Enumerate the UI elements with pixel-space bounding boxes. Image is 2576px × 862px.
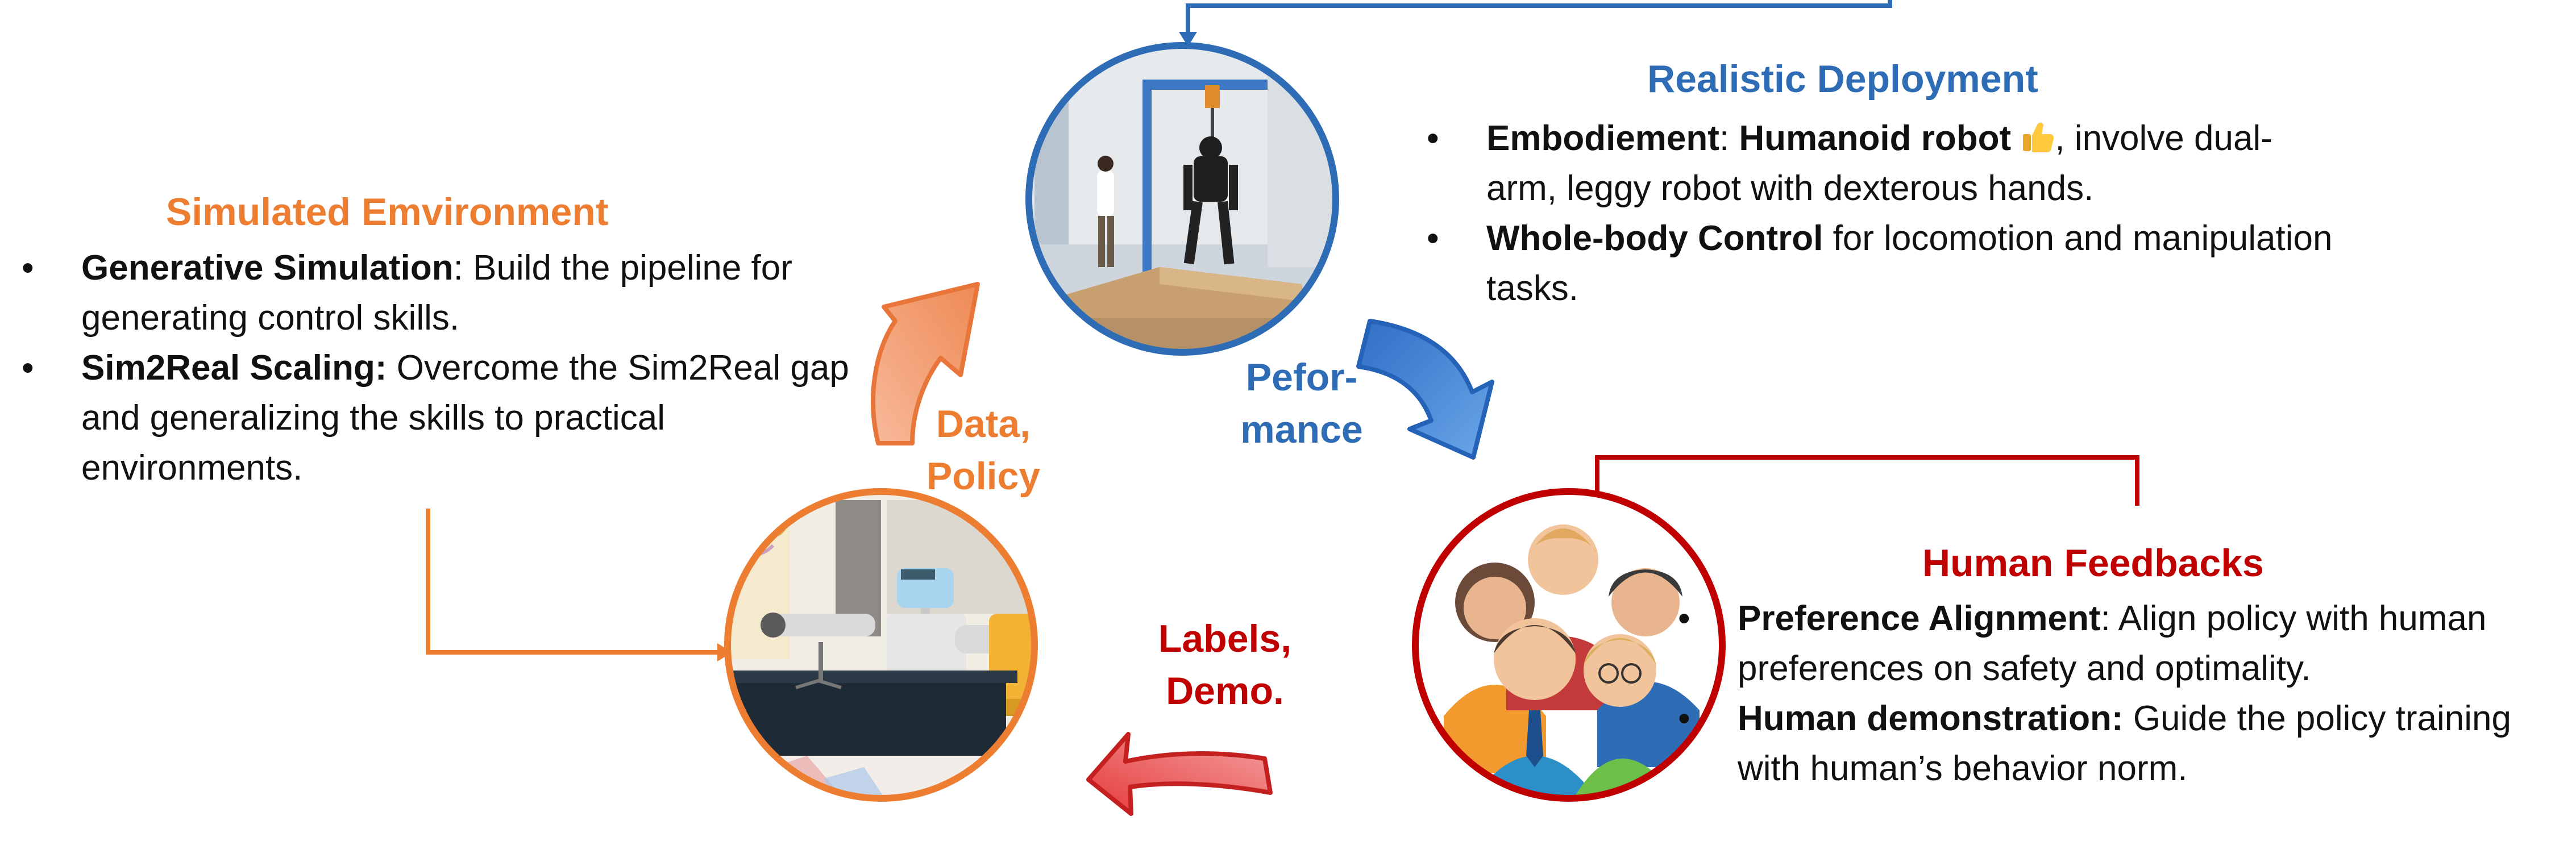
item-bold: Humanoid robot [1739,119,2012,158]
item-text: Guide the policy training with human’s b… [1738,699,2511,788]
labels-demo-label: Labels, Demo. [1131,613,1319,717]
list-item: Human demonstration: Guide the policy tr… [1678,694,2565,794]
label-line: Demo. [1166,669,1284,713]
label-line: Pefor- [1245,356,1358,399]
list-item: Embodiement: Humanoid robot , involve du… [1427,114,2336,214]
list-item: Whole-body Control for locomotion and ma… [1427,214,2336,314]
item-bold: Preference Alignment [1738,599,2101,638]
performance-label: Pefor- mance [1216,351,1387,456]
thumbs-up-icon [2023,122,2054,152]
connector-simulated [426,509,732,661]
item-text: : Align policy with human preferences on… [1738,599,2487,688]
data-policy-arrow [871,282,980,445]
data-policy-label: Data, Policy [909,398,1057,502]
label-line: Data, [936,402,1031,445]
label-line: Policy [926,455,1041,498]
simulated-environment-list: Generative Simulation: Build the pipelin… [22,243,851,493]
item-text: for locomotion and manipulation tasks. [1486,219,2333,308]
item-bold: Whole-body Control [1486,219,1823,258]
simulated-environment-heading: Simulated Emvironment [166,190,609,234]
realistic-deployment-list: Embodiement: Humanoid robot , involve du… [1427,114,2336,314]
label-line: Labels, [1158,617,1292,660]
list-item: Preference Alignment: Align policy with … [1678,594,2565,694]
list-item: Generative Simulation: Build the pipelin… [22,243,851,343]
item-bold: Embodiement [1486,119,1719,158]
simulation-scene-image [724,488,1038,802]
realistic-deployment-heading: Realistic Deployment [1647,57,2038,101]
item-bold: Generative Simulation [81,248,454,288]
item-text: , involve dual-arm, leggy robot with dex… [1486,119,2272,208]
item-separator: : [1719,119,1739,158]
human-feedbacks-heading: Human Feedbacks [1922,542,2264,585]
list-item: Sim2Real Scaling: Overcome the Sim2Real … [22,343,851,493]
people-group-icon [1412,488,1726,802]
label-line: mance [1240,408,1363,451]
item-bold: Human demonstration: [1738,699,2124,738]
performance-arrow [1356,319,1494,460]
item-text: : Build the pipeline for generating cont… [81,248,792,338]
labels-demo-arrow [1086,732,1273,816]
connector-deployment [1179,0,1892,47]
item-bold: Sim2Real Scaling: [81,348,387,388]
item-text: Overcome the Sim2Real gap and generalizi… [81,348,849,488]
human-feedbacks-list: Preference Alignment: Align policy with … [1678,594,2565,794]
humanoid-robot-photo [1025,42,1339,356]
